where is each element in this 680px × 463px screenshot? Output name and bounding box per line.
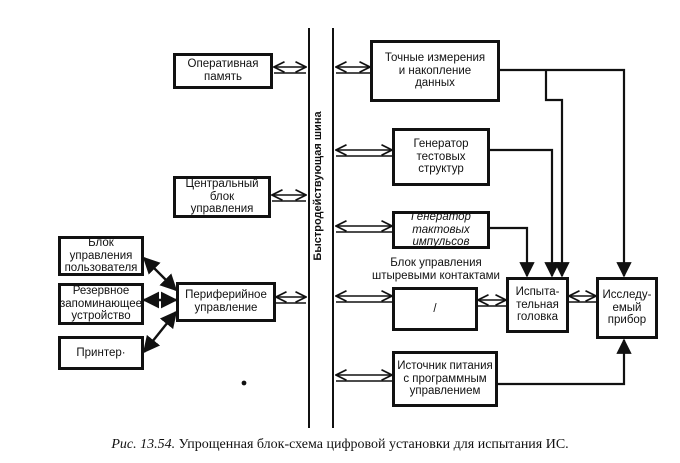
- box-pin-ctrl: /: [392, 287, 478, 331]
- box-user-ctrl: Блок управления пользователя: [58, 236, 144, 276]
- bus-link-clock-gen: [336, 226, 392, 233]
- link-peripheral-printer: [142, 310, 178, 354]
- box-printer: Принтер·: [58, 336, 144, 370]
- stray-dot: [241, 380, 247, 386]
- link-test-head-dut: [569, 296, 596, 303]
- link-test-gen-test-head: [490, 148, 560, 278]
- bus-link-test-gen: [336, 150, 392, 157]
- box-cpu: Центральный блок управления: [173, 176, 271, 218]
- box-test-head: Испыта- тельная головка: [506, 277, 569, 333]
- box-dut: Исследу- емый прибор: [596, 277, 658, 339]
- figure-number: Рис. 13.54.: [111, 437, 176, 452]
- bus-link-peripheral: [276, 297, 306, 304]
- box-backup: Резервное запоминающее устройство: [58, 283, 144, 325]
- block-diagram: Быстродействующая шина Оперативная памят…: [58, 28, 658, 428]
- box-precision: Точные измерения и накопление данных: [370, 40, 500, 102]
- box-peripheral: Периферийное управление: [176, 282, 276, 322]
- box-power: Источник питания с программным управлени…: [392, 351, 498, 407]
- pin-ctrl-label: Блок управления штыревыми контактами: [372, 257, 500, 282]
- figure-caption-text: Упрощенная блок-схема цифровой установки…: [178, 437, 569, 452]
- link-power-dut: [498, 338, 632, 386]
- bus-link-pin-ctrl: [336, 296, 392, 303]
- bus-link-cpu: [272, 195, 306, 202]
- box-ram: Оперативная память: [173, 53, 273, 89]
- box-test-gen: Генератор тестовых структур: [392, 128, 490, 186]
- diagram-lines: [142, 28, 632, 428]
- link-pin-ctrl-test-head: [478, 300, 506, 307]
- box-clock-gen: Генератор тактовых импульсов: [392, 211, 490, 249]
- link-precision-dut: [500, 68, 632, 278]
- figure-caption: Рис. 13.54. Упрощенная блок-схема цифров…: [0, 437, 680, 453]
- link-precision-test-head: [544, 70, 570, 278]
- bus-label: Быстродействующая шина: [312, 111, 324, 261]
- link-clock-gen-test-head: [490, 226, 535, 278]
- bus-link-power: [336, 375, 392, 382]
- bus-link-precision: [336, 67, 370, 74]
- bus-link-ram: [274, 67, 306, 74]
- link-peripheral-user-ctrl: [142, 256, 178, 292]
